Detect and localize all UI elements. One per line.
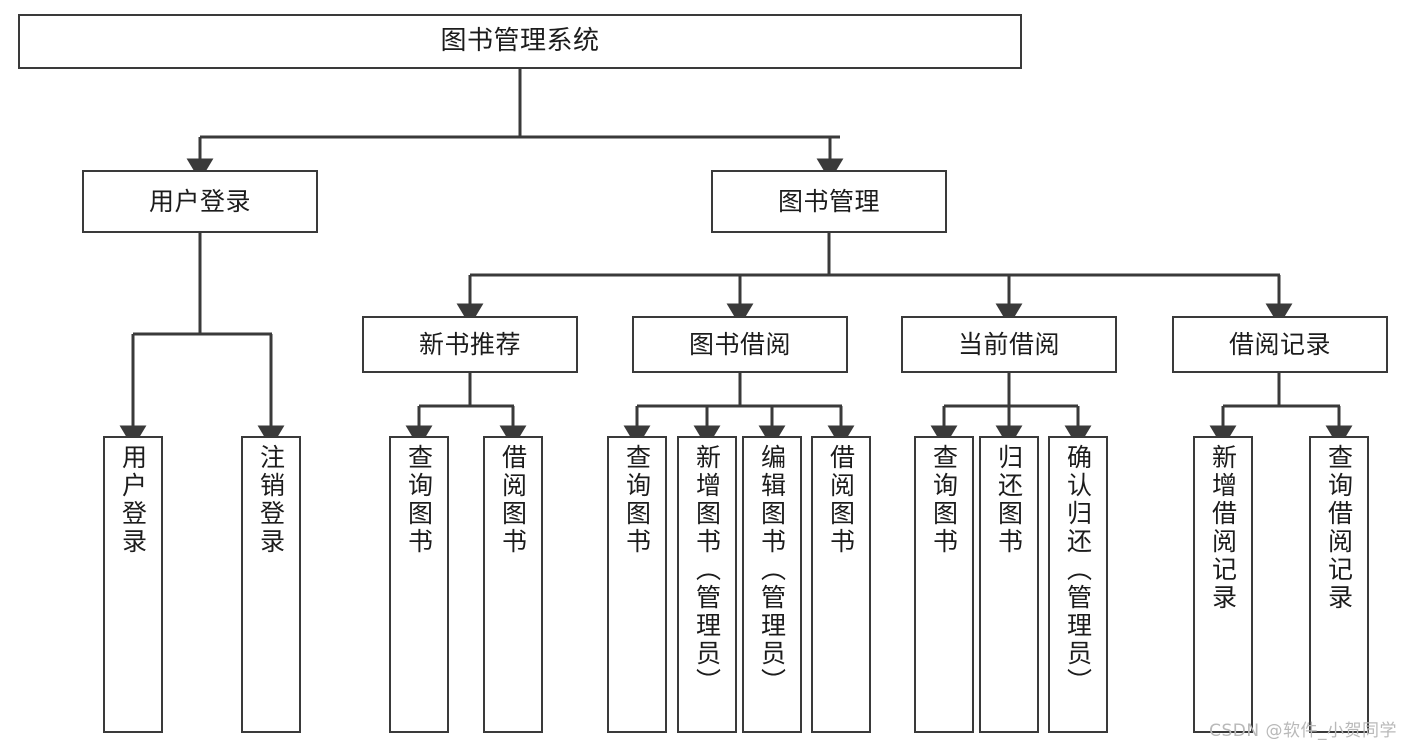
node-leaf-query-book-2[interactable]: 查询图书	[607, 436, 667, 733]
node-leaf-query-book-3[interactable]: 查询图书	[914, 436, 974, 733]
node-leaf-borrow-book-2[interactable]: 借阅图书	[811, 436, 871, 733]
node-current-borrow[interactable]: 当前借阅	[901, 316, 1117, 373]
csdn-watermark: CSDN @软件_小贺同学	[1209, 721, 1397, 741]
node-leaf-return-book[interactable]: 归还图书	[979, 436, 1039, 733]
node-leaf-confirm-return-label: 确认归还（管理员）	[1063, 444, 1093, 696]
node-leaf-borrow-book-2-label: 借阅图书	[826, 444, 856, 556]
node-leaf-edit-book-label: 编辑图书（管理员）	[757, 444, 787, 696]
node-root-label: 图书管理系统	[440, 26, 600, 57]
node-borrow-record-label: 借阅记录	[1228, 329, 1331, 359]
node-leaf-user-logout[interactable]: 注销登录	[241, 436, 301, 733]
node-leaf-add-book[interactable]: 新增图书（管理员）	[677, 436, 737, 733]
node-leaf-add-record-label: 新增借阅记录	[1208, 444, 1238, 612]
node-leaf-query-book-3-label: 查询图书	[929, 444, 959, 556]
node-leaf-user-logout-label: 注销登录	[256, 444, 286, 556]
node-book-borrow[interactable]: 图书借阅	[632, 316, 848, 373]
node-leaf-user-login[interactable]: 用户登录	[103, 436, 163, 733]
node-leaf-return-book-label: 归还图书	[994, 444, 1024, 556]
node-leaf-edit-book[interactable]: 编辑图书（管理员）	[742, 436, 802, 733]
node-leaf-query-record-label: 查询借阅记录	[1324, 444, 1354, 612]
node-leaf-add-record[interactable]: 新增借阅记录	[1193, 436, 1253, 733]
node-leaf-query-record[interactable]: 查询借阅记录	[1309, 436, 1369, 733]
node-user-login-label: 用户登录	[148, 186, 251, 216]
node-leaf-user-login-label: 用户登录	[118, 444, 148, 556]
node-book-borrow-label: 图书借阅	[688, 329, 791, 359]
node-leaf-confirm-return[interactable]: 确认归还（管理员）	[1048, 436, 1108, 733]
node-user-login[interactable]: 用户登录	[82, 170, 318, 233]
node-leaf-borrow-book-1[interactable]: 借阅图书	[483, 436, 543, 733]
node-borrow-record[interactable]: 借阅记录	[1172, 316, 1388, 373]
node-leaf-query-book-2-label: 查询图书	[622, 444, 652, 556]
node-book-manage[interactable]: 图书管理	[711, 170, 947, 233]
node-leaf-query-book-1-label: 查询图书	[404, 444, 434, 556]
node-leaf-add-book-label: 新增图书（管理员）	[692, 444, 722, 696]
node-root[interactable]: 图书管理系统	[18, 14, 1022, 69]
node-current-borrow-label: 当前借阅	[957, 329, 1060, 359]
node-leaf-query-book-1[interactable]: 查询图书	[389, 436, 449, 733]
node-new-book-recommend[interactable]: 新书推荐	[362, 316, 578, 373]
node-new-book-recommend-label: 新书推荐	[418, 329, 521, 359]
node-leaf-borrow-book-1-label: 借阅图书	[498, 444, 528, 556]
node-book-manage-label: 图书管理	[777, 186, 880, 216]
